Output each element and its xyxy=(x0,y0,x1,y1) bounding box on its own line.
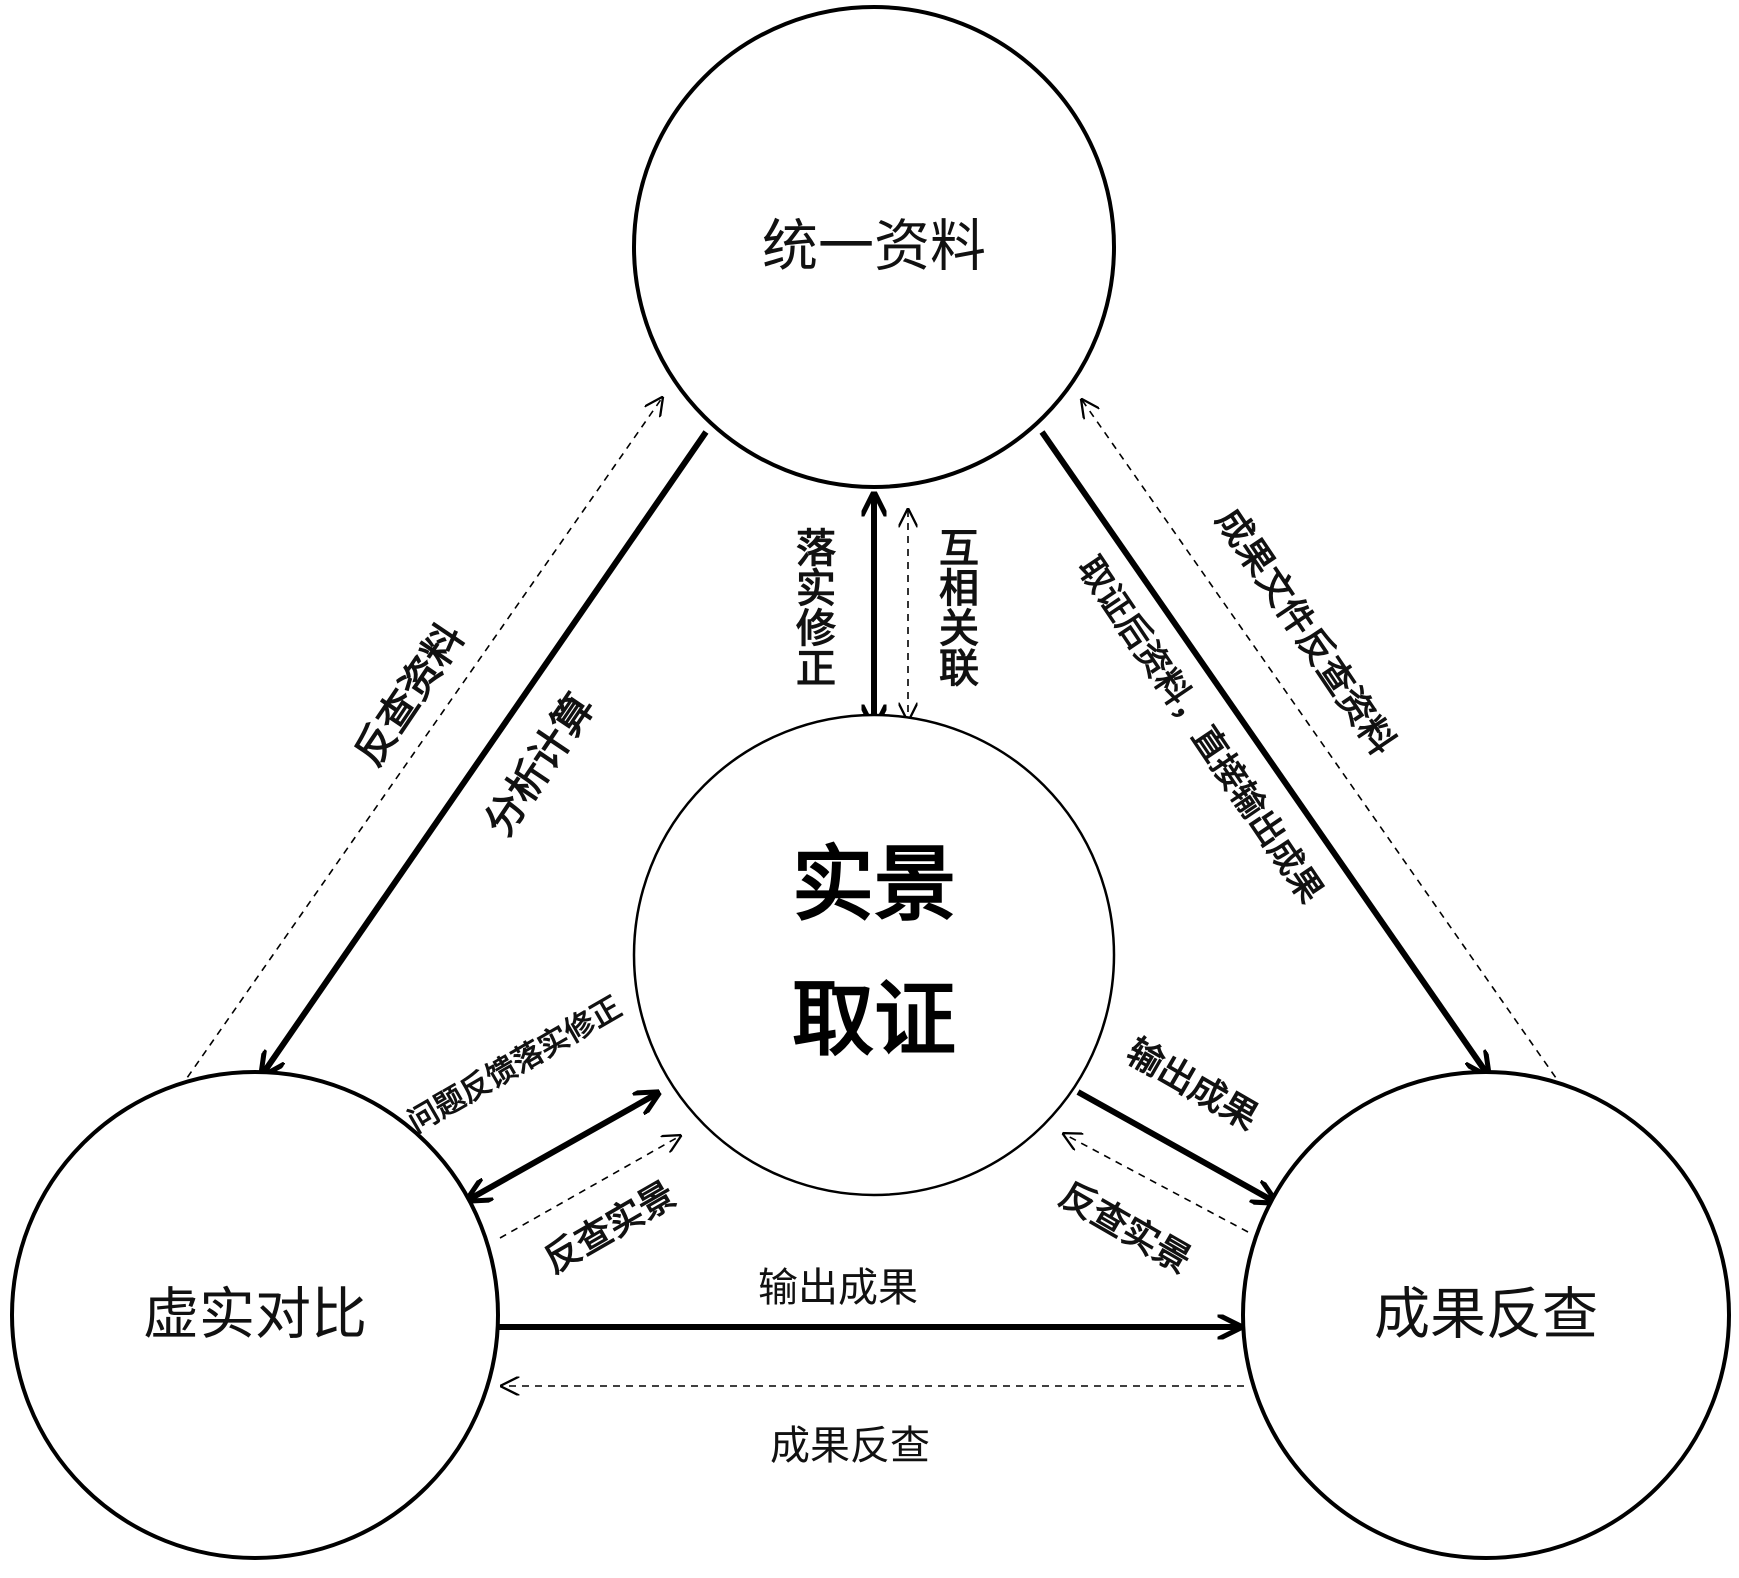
edge-top-to-left xyxy=(262,430,709,1075)
label-right-to-top: 成果文件反查资料 xyxy=(1207,501,1402,763)
node-unified-data-label: 统一资料 xyxy=(762,215,986,280)
node-result-review: 成果反查 xyxy=(1241,1070,1731,1560)
label-top-center-solid: 落实修正 xyxy=(789,527,836,687)
label-left-to-right-solid: 输出成果 xyxy=(758,1265,918,1311)
label-center-right-solid: 输出成果 xyxy=(1119,1031,1264,1139)
edge-center-to-right-solid xyxy=(1076,1089,1275,1202)
edge-left-to-center-dashed xyxy=(499,1136,680,1239)
node-unified-data: 统一资料 xyxy=(632,5,1116,489)
label-center-left-dashed: 反查实景 xyxy=(537,1174,682,1282)
label-top-to-left: 分析计算 xyxy=(476,686,604,844)
edge-top-to-right xyxy=(1039,430,1488,1075)
label-right-to-left-dashed: 成果反查 xyxy=(770,1423,930,1469)
label-center-left-solid: 问题反馈落实修正 xyxy=(402,990,627,1140)
node-site-evidence-label-line2: 取证 xyxy=(792,973,956,1068)
node-virtual-real-compare-label: 虚实对比 xyxy=(143,1283,367,1348)
edge-left-to-top xyxy=(179,398,662,1089)
label-center-right-dashed: 反查实景 xyxy=(1052,1174,1197,1282)
edge-right-to-center-dashed xyxy=(1064,1134,1249,1233)
node-site-evidence: 实景 取证 xyxy=(632,713,1116,1197)
label-left-to-top: 反查资料 xyxy=(346,616,474,774)
edge-right-to-top xyxy=(1082,400,1564,1089)
node-result-review-label: 成果反查 xyxy=(1374,1283,1598,1348)
edge-center-left-solid xyxy=(468,1093,658,1200)
node-site-evidence-label-line1: 实景 xyxy=(792,838,956,933)
node-virtual-real-compare: 虚实对比 xyxy=(10,1070,500,1560)
label-top-center-dashed: 互相关联 xyxy=(932,527,979,687)
